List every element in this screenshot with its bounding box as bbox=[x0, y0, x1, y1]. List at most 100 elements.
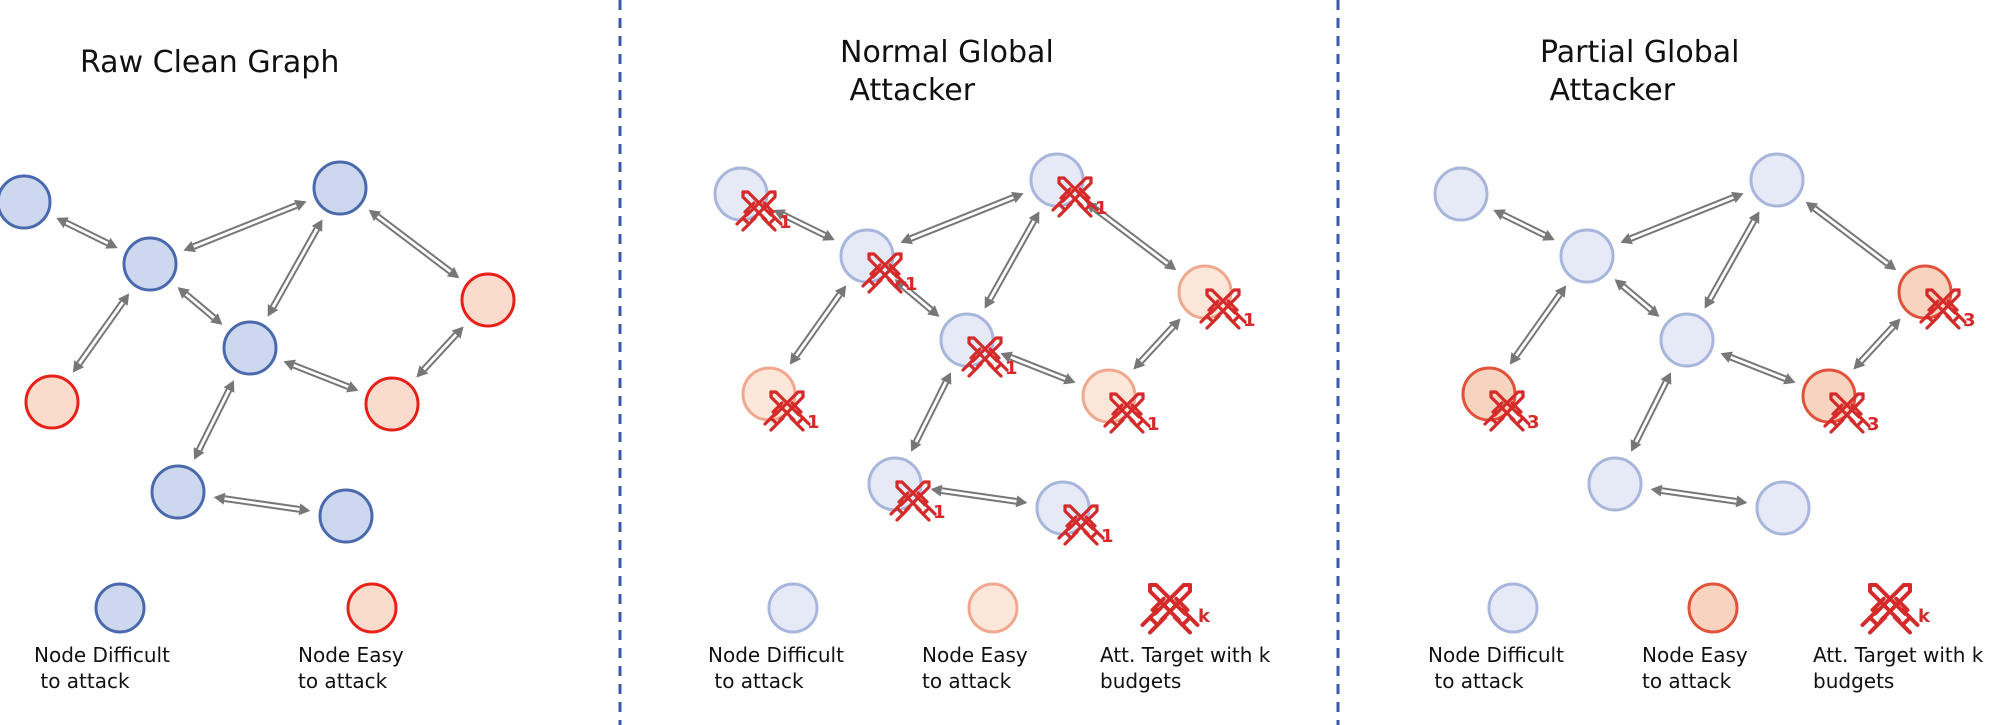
difficult-node bbox=[150, 464, 206, 520]
budget-k-label: k bbox=[1918, 606, 1931, 627]
legend-label: Node Difficult bbox=[34, 643, 170, 667]
difficult-node bbox=[1749, 152, 1805, 208]
edge-line bbox=[1661, 487, 1737, 500]
arrowhead bbox=[177, 287, 190, 299]
edge-line bbox=[991, 221, 1037, 301]
arrowhead bbox=[105, 237, 118, 249]
arrowhead bbox=[1650, 484, 1663, 497]
attack-budget-label: 1 bbox=[779, 212, 792, 233]
edge-line bbox=[80, 303, 126, 366]
legend-label: Node Difficult bbox=[708, 643, 844, 667]
difficult-node bbox=[1559, 228, 1615, 284]
attack-budget-label: 3 bbox=[1867, 414, 1880, 435]
arrowhead bbox=[984, 296, 996, 309]
arrowhead bbox=[1735, 495, 1748, 508]
edge-line bbox=[1095, 205, 1170, 263]
arrowhead bbox=[183, 240, 196, 253]
arrowhead bbox=[1168, 318, 1181, 331]
legend-label: to attack bbox=[1428, 669, 1524, 693]
legend: Node Difficult to attack Node Easy to at… bbox=[34, 582, 404, 693]
arrowhead bbox=[1704, 296, 1716, 309]
arrowhead bbox=[834, 285, 847, 298]
legend-label: budgets bbox=[1813, 669, 1894, 693]
edge-line bbox=[192, 202, 296, 246]
arrowhead bbox=[1783, 373, 1796, 385]
legend-label: to attack bbox=[298, 669, 388, 693]
edge-group bbox=[1493, 191, 1901, 508]
attack-budget-label: 3 bbox=[1963, 310, 1976, 331]
edge-line bbox=[294, 362, 350, 386]
arrowhead bbox=[910, 439, 922, 452]
arrowhead bbox=[1063, 373, 1076, 385]
difficult-node bbox=[318, 488, 374, 544]
edge-line bbox=[183, 295, 214, 321]
arrowhead bbox=[213, 492, 226, 505]
arrowhead bbox=[311, 219, 323, 232]
edge-line bbox=[941, 487, 1017, 500]
edge-line bbox=[1501, 216, 1545, 239]
edge-line bbox=[1707, 219, 1753, 299]
arrowhead bbox=[1000, 351, 1013, 363]
legend-difficult-node bbox=[94, 582, 146, 634]
legend-label: to attack bbox=[1642, 669, 1732, 693]
legend-easy-node bbox=[346, 582, 398, 634]
legend-label: Node Easy bbox=[1642, 643, 1748, 667]
edge-line bbox=[783, 211, 827, 234]
arrowhead bbox=[294, 199, 307, 212]
arrowhead bbox=[1542, 229, 1555, 241]
arrowhead bbox=[1554, 285, 1567, 298]
difficult-node bbox=[1659, 312, 1715, 368]
legend-label: to attack bbox=[708, 669, 804, 693]
arrowhead bbox=[927, 305, 940, 317]
edge-line bbox=[270, 227, 316, 307]
edge-line bbox=[1513, 292, 1559, 355]
difficult-node bbox=[0, 174, 52, 230]
arrowhead bbox=[789, 352, 802, 365]
edge-line bbox=[224, 500, 300, 513]
attack-target-icon bbox=[1860, 583, 1920, 635]
node-group bbox=[0, 160, 516, 544]
arrowhead bbox=[56, 217, 69, 229]
arrowhead bbox=[416, 365, 429, 378]
edge-line bbox=[66, 219, 110, 242]
arrowhead bbox=[1647, 305, 1660, 317]
legend-label: Node Difficult bbox=[1428, 643, 1564, 667]
edge-line bbox=[1731, 354, 1787, 378]
panel-title: Raw Clean Graph bbox=[80, 45, 339, 80]
edge-line bbox=[1729, 358, 1785, 382]
edge-line bbox=[1711, 221, 1757, 301]
legend: Node Difficult to attack Node Easy to at… bbox=[1428, 582, 1984, 693]
edge-line bbox=[1620, 287, 1651, 313]
attack-budget-label: 3 bbox=[1527, 412, 1540, 433]
arrowhead bbox=[930, 484, 943, 497]
edge-line bbox=[1858, 324, 1893, 361]
edge-line bbox=[793, 292, 839, 355]
edge-line bbox=[194, 206, 298, 250]
edge-line bbox=[917, 382, 950, 444]
edge-line bbox=[1629, 194, 1733, 238]
edge-line bbox=[1009, 358, 1065, 382]
legend-label: budgets bbox=[1100, 669, 1181, 693]
difficult-node bbox=[122, 236, 178, 292]
arrowhead bbox=[1630, 439, 1642, 452]
panel-title: Normal Global bbox=[840, 35, 1054, 70]
legend-easy-node bbox=[967, 582, 1019, 634]
arrowhead bbox=[1028, 211, 1040, 224]
attack-budget-label: 1 bbox=[1005, 358, 1018, 379]
arrowhead bbox=[1660, 372, 1672, 385]
arrowhead bbox=[223, 380, 235, 393]
attack-budget-label: 1 bbox=[1147, 414, 1160, 435]
edge-line bbox=[224, 495, 300, 508]
edge-line bbox=[424, 335, 459, 372]
attack-target-icon bbox=[1140, 583, 1200, 635]
legend: Node Difficult to attack Node Easy to at… bbox=[708, 582, 1271, 693]
arrowhead bbox=[1493, 209, 1506, 221]
edge-line bbox=[1661, 492, 1737, 505]
arrowhead bbox=[1883, 258, 1897, 271]
difficult-node bbox=[222, 320, 278, 376]
edge-line bbox=[186, 291, 217, 317]
arrowhead bbox=[1748, 211, 1760, 224]
edge-line bbox=[1632, 380, 1665, 442]
